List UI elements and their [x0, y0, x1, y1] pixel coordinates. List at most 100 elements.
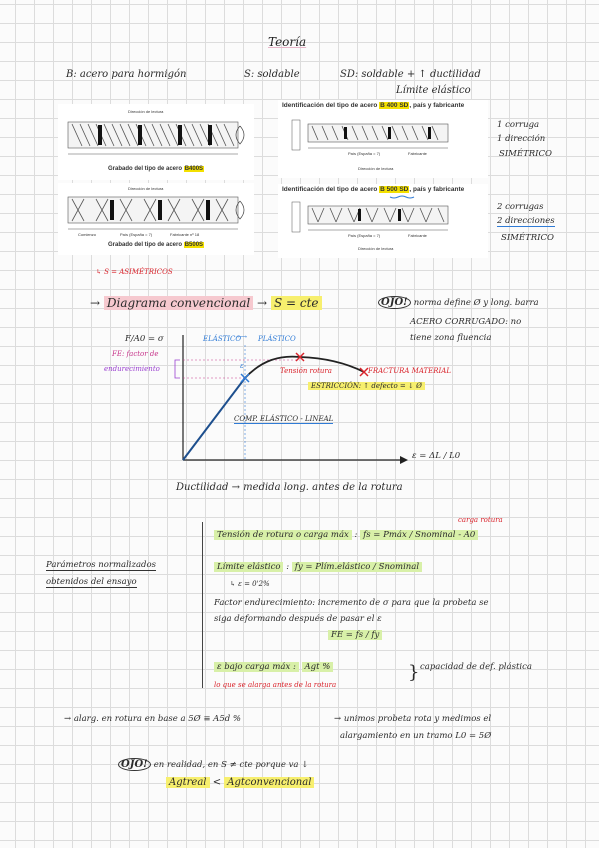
note-1-simetrico: SIMÉTRICO	[499, 149, 552, 159]
note-1-corruga: 1 corruga	[497, 120, 540, 130]
figure-b500s: Dirección de lectura Comienzo País (Espa…	[58, 183, 254, 255]
figure-b500s-caption: Grabado del tipo de acero B500S	[108, 242, 205, 248]
figure-b400sd: Identificación del tipo de acero B 400 S…	[278, 100, 488, 178]
footer-line-1c: alargamiento en un tramo L0 = 5Ø	[340, 731, 492, 741]
caption-bold: B500S	[183, 242, 205, 248]
rebar-b500s-illustration: Dirección de lectura Comienzo País (Espa…	[67, 186, 245, 237]
limite-text: Límite elástico	[214, 562, 284, 572]
plastico-label: PLÁSTICO	[258, 335, 296, 343]
page-title: Teoría	[268, 35, 307, 49]
type-sd: SD: soldable + ↑ ductilidad	[340, 69, 481, 80]
ojo-badge: OJO!	[378, 296, 411, 309]
note-1-direccion: 1 dirección	[497, 134, 546, 144]
capacidad-note: capacidad de def. plástica	[420, 662, 532, 672]
rebar-b400sd-illustration: País (España = 7) Fabricante Dirección d…	[291, 119, 449, 171]
tension-rotura-text: Tensión de rotura o carga máx	[214, 530, 352, 540]
figure-b500sd-header: Identificación del tipo de acero B 500 S…	[282, 186, 464, 193]
figure-dir-label-4: Dirección de lectura	[358, 246, 394, 251]
note-2-corrugas: 2 corrugas	[497, 202, 544, 212]
fe-bracket	[174, 359, 180, 379]
header-text-post: , país y fabricante	[409, 186, 465, 193]
ojo-text-3: tiene zona fluencia	[410, 333, 492, 343]
ductilidad-line: Ductilidad → medida long. antes de la ro…	[176, 482, 403, 493]
x-axis-label: ε = ΔL / L0	[412, 451, 461, 461]
header-bold: B 400 SD	[379, 102, 410, 109]
header-bold: B 500 SD	[379, 186, 410, 193]
rebar-b500sd-illustration: País (España = 7) Fabricante Dirección d…	[291, 195, 449, 251]
s-cte-label: S = cte	[270, 296, 322, 310]
limite-sub: ↳ ε = 0'2%	[230, 580, 270, 588]
type-sd-limite: Límite elástico	[396, 85, 471, 96]
rebar-b400s-illustration: Dirección de lectura	[67, 109, 245, 155]
tension-rotura-row: Tensión de rotura o carga máx : fs = Pmá…	[214, 530, 479, 540]
figure-start-label: Comienzo	[78, 232, 97, 237]
figure-maker-label: Fabricante	[408, 151, 428, 156]
ojo-text-2: ACERO CORRUGADO: no	[410, 317, 522, 327]
params-label-2: obtenidos del ensayo	[46, 577, 137, 588]
fe-label-2: endurecimiento	[104, 365, 160, 373]
caption-bold: B400S	[183, 166, 205, 172]
factor-line-1: Factor endurecimiento: incremento de σ p…	[214, 598, 489, 608]
figure-dir-label: Dirección de lectura	[128, 109, 164, 114]
alarga-note: lo que se alarga antes de la rotura	[214, 681, 337, 689]
figure-dir-label-2: Dirección de lectura	[128, 186, 164, 191]
epsilon-label: ε	[240, 362, 244, 370]
ojo-note-1: OJO! norma define Ø y long. barra	[378, 296, 539, 309]
limite-row: Límite elástico : fy = Plím.elástico / S…	[214, 562, 423, 572]
footer-ojo-row: OJO! en realidad, en S ≠ cte porque va ↓	[118, 758, 309, 771]
figure-b400s-caption: Grabado del tipo de acero B400S	[108, 166, 205, 172]
diagram-heading-row: → Diagrama convencional → S = cte	[90, 296, 322, 310]
capacidad-brace-icon: }	[408, 662, 420, 683]
agt-real: Agtreal	[166, 777, 210, 788]
footer-line-1a: → alarg. en rotura en base a 5Ø ≡ A5d %	[64, 714, 241, 724]
type-b: B: acero para hormigón	[66, 69, 187, 80]
params-label-1: Parámetros normalizados	[46, 560, 156, 571]
comp-elastico-label: COMP. ELÁSTICO - LINEAL	[234, 415, 334, 424]
s-asimetricos-note: ↳ S = ASIMÉTRICOS	[96, 268, 173, 276]
header-text: Identificación del tipo de acero	[282, 102, 380, 109]
fracture-marker-icon	[359, 367, 369, 377]
fractura-label: FRACTURA MATERIAL	[368, 367, 452, 375]
tension-rotura-label: Tensión rotura	[280, 367, 332, 375]
agt-text: Agt %	[301, 662, 334, 672]
estriccion-label: ESTRICCIÓN: ↑ defecto = ↓ Ø	[308, 382, 425, 390]
footer-line-2: en realidad, en S ≠ cte porque va ↓	[153, 760, 309, 770]
figure-country-label-3: País (España = 7)	[348, 233, 381, 238]
ojo-badge-2: OJO!	[118, 758, 151, 771]
fe-label-1: FE: factor de	[112, 350, 159, 358]
fe-formula: FE = fs / fy	[328, 630, 383, 640]
limite-formula: fy = Plím.elástico / Snominal	[291, 562, 423, 572]
elastic-plastic-arrow-icon: ⟷	[237, 333, 248, 341]
figure-b400s: Dirección de lectura Grabado del tipo de…	[58, 104, 254, 180]
figure-country-label-2: País (España = 7)	[120, 232, 153, 237]
carga-rotura-note: carga rotura	[458, 516, 503, 524]
header-text: Identificación del tipo de acero	[282, 186, 380, 193]
y-axis-label: F/A0 = σ	[125, 334, 164, 344]
params-brace	[202, 522, 203, 688]
agt-compare-row: Agtreal < Agtconvencional	[166, 777, 315, 788]
less-than-sign: <	[212, 777, 222, 788]
x-axis-arrow-icon	[400, 456, 408, 464]
e-bajo-row: ε bajo carga máx : Agt %	[214, 662, 334, 672]
figure-dir-label-3: Dirección de lectura	[358, 166, 394, 171]
max-load-marker-icon	[295, 352, 305, 362]
tension-rotura-formula: fs = Pmáx / Snominal - A0	[360, 530, 479, 540]
figure-b500sd: Identificación del tipo de acero B 500 S…	[278, 184, 488, 258]
arrow-icon-2: →	[257, 296, 268, 310]
linear-segment	[182, 377, 246, 461]
figure-maker-label-2: Fabricante nº 18	[170, 232, 200, 237]
e-bajo-text: ε bajo carga máx :	[214, 662, 299, 672]
fe-formula-text: FE = fs / fy	[328, 630, 383, 640]
elastico-label: ELÁSTICO	[203, 335, 242, 343]
caption-text: Grabado del tipo de acero	[108, 242, 184, 248]
header-text-post: , país y fabricante	[409, 102, 465, 109]
factor-line-2: siga deformando después de pasar el ε	[214, 614, 382, 624]
note-2-direcciones: 2 direcciones	[497, 216, 555, 227]
s-asimetricos-text: S = ASIMÉTRICOS	[104, 268, 173, 276]
note-2-simetrico: SIMÉTRICO	[501, 233, 554, 243]
diagram-heading: Diagrama convencional	[103, 296, 254, 310]
figure-country-label: País (España = 7)	[348, 151, 381, 156]
footer-line-1b: → unimos probeta rota y medimos el	[334, 714, 492, 724]
yield-marker-icon	[240, 373, 250, 383]
figure-maker-label-3: Fabricante	[408, 233, 428, 238]
